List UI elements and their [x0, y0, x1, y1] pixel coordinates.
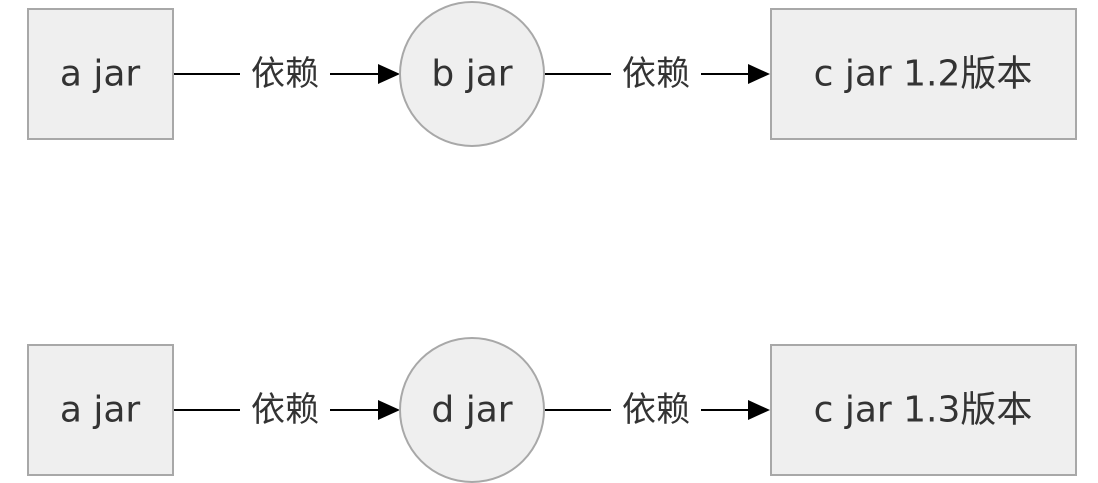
edge-label-background: [240, 52, 330, 96]
node-c-jar-1-3: c jar 1.3版本: [770, 344, 1077, 476]
node-label: d jar: [431, 390, 512, 431]
edge-label: 依赖: [251, 390, 319, 430]
edge-label: 依赖: [622, 390, 690, 430]
node-box: [770, 344, 1077, 476]
edge-label-background: [611, 52, 701, 96]
node-box: [27, 344, 174, 476]
node-a-jar: a jar: [27, 8, 174, 140]
edge-label: 依赖: [622, 54, 690, 94]
node-label: c jar 1.3版本: [814, 390, 1033, 431]
node-box: [770, 8, 1077, 140]
edge-d-to-c13: 依赖: [544, 388, 770, 432]
arrow-head-icon: [748, 64, 770, 84]
edge-label-background: [240, 388, 330, 432]
node-label: b jar: [431, 54, 512, 95]
edge-label-background: [611, 388, 701, 432]
node-b-jar: b jar: [399, 1, 545, 147]
edge-label: 依赖: [251, 54, 319, 94]
node-c-jar-1-2: c jar 1.2版本: [770, 8, 1077, 140]
diagram-row-1: 依赖 依赖 a jar b jar c jar 1.2版本: [27, 1, 1077, 147]
node-d-jar: d jar: [399, 337, 545, 483]
node-box: [27, 8, 174, 140]
node-circle: [399, 337, 545, 483]
node-a-jar-2: a jar: [27, 344, 174, 476]
node-circle: [399, 1, 545, 147]
edge-a-to-d: 依赖: [173, 388, 400, 432]
arrow-head-icon: [378, 64, 400, 84]
arrow-head-icon: [748, 400, 770, 420]
node-label: c jar 1.2版本: [814, 54, 1033, 95]
edge-b-to-c12: 依赖: [544, 52, 770, 96]
arrow-head-icon: [378, 400, 400, 420]
edge-a-to-b: 依赖: [173, 52, 400, 96]
node-label: a jar: [60, 390, 141, 431]
node-label: a jar: [60, 54, 141, 95]
diagram-row-2: 依赖 依赖 a jar d jar c jar 1.3版本: [27, 337, 1077, 483]
